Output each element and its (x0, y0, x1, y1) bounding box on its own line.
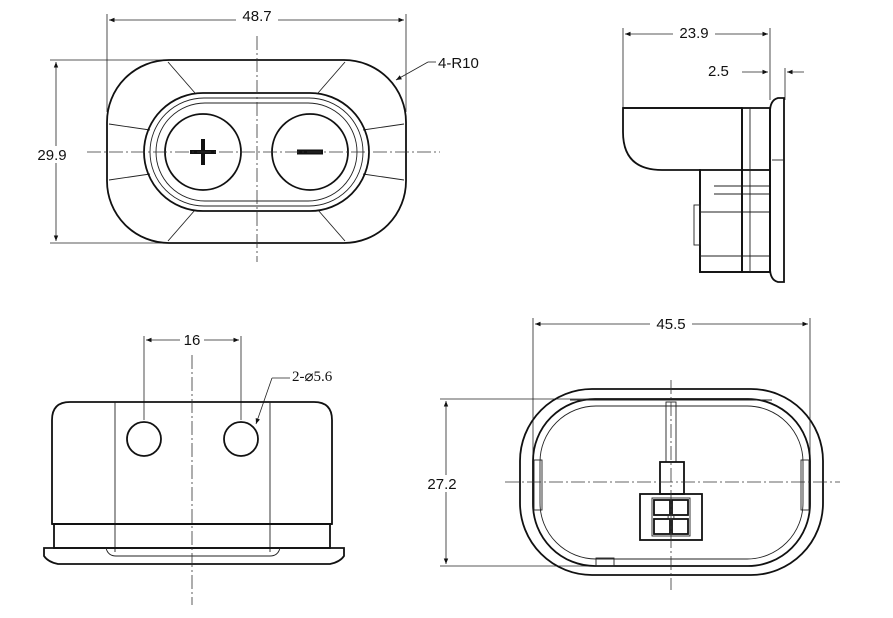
side-flange (769, 97, 785, 283)
front-outer-body (106, 59, 407, 244)
top-body (51, 401, 333, 525)
wire-crimp (659, 461, 685, 495)
hole-leader (255, 377, 273, 425)
mounting-hole-left (126, 421, 162, 457)
back-body (532, 398, 811, 567)
back-width-label: 45.5 (656, 316, 685, 333)
side-body (622, 107, 743, 273)
top-spacing-label: 16 (184, 332, 201, 349)
top-flange (43, 547, 345, 565)
radius-label: 4-R10 (438, 55, 479, 72)
back-view: 45.5 27.2 (420, 316, 840, 590)
side-rear-boss (699, 169, 771, 273)
top-view: 16 2-⌀5.6 (43, 331, 345, 605)
mounting-hole-right (223, 421, 259, 457)
side-depth-label: 23.9 (679, 25, 708, 42)
side-view: 23.9 2.5 (622, 24, 804, 283)
front-view: 48.7 29.9 4-R10 (28, 8, 479, 262)
side-flange-label: 2.5 (708, 63, 729, 80)
back-height-label: 27.2 (427, 476, 456, 493)
hole-label: 2-⌀5.6 (292, 369, 333, 385)
front-height-label: 29.9 (37, 147, 66, 164)
front-width-label: 48.7 (242, 8, 271, 25)
radius-leader (395, 61, 429, 81)
